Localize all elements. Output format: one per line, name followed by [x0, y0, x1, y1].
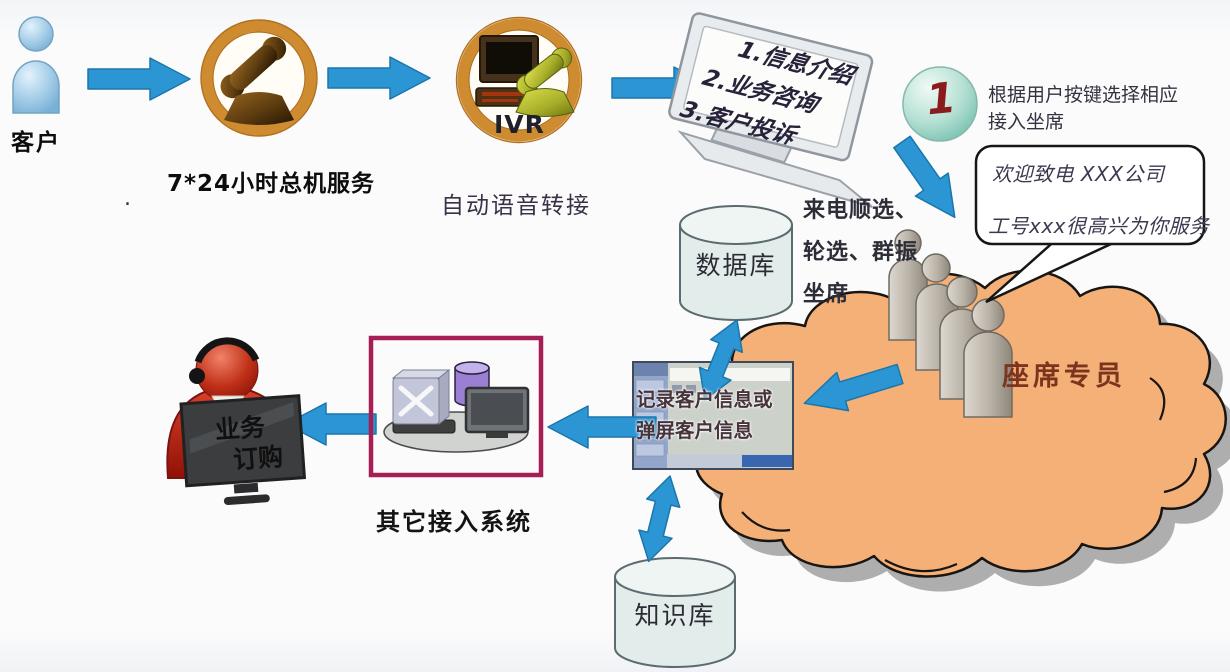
customer-icon: [12, 16, 60, 114]
database-cylinder: [679, 205, 793, 321]
agents-figures: [888, 229, 1013, 418]
arrow-hotline-to-ivr: [327, 56, 431, 100]
agents-label: 座席专员: [1002, 361, 1126, 392]
hotline-label: 7*24小时总机服务: [167, 171, 376, 197]
desk-line-2: 订购: [232, 442, 285, 475]
arrow-menu-to-agents: [893, 135, 956, 219]
arrow-agents-to-popup: [803, 363, 904, 412]
greeting-line-1: 欢迎致电 XXX公司: [992, 162, 1165, 186]
popup-line-2: 弹屏客户信息: [636, 419, 754, 442]
greeting-bubble: [974, 144, 1206, 304]
stray-mark: .: [124, 186, 131, 211]
dispatch-line-3: 坐席: [803, 282, 850, 307]
cloud-detail-arc: [1163, 457, 1198, 494]
ivr-caption: 自动语音转接: [441, 193, 591, 219]
other-systems-label: 其它接入系统: [376, 508, 532, 536]
customer-label: 客户: [11, 130, 61, 156]
headset-icon: [194, 337, 260, 364]
desk-screen-text: 业务 订购: [196, 410, 284, 478]
routing-line-1: 根据用户按键选择相应: [988, 84, 1179, 106]
menu-monitor: [668, 12, 874, 208]
ivr-icon: [455, 16, 583, 144]
cloud-detail-arc: [1149, 377, 1166, 421]
knowledge-base-cylinder: [614, 557, 736, 668]
desk-agent: [166, 337, 307, 505]
terminal-monitor: [464, 386, 530, 438]
cloud-shape: [695, 269, 1227, 578]
agent-cloud: [695, 269, 1230, 592]
desk-line-1: 业务: [214, 412, 266, 445]
routing-line-2: 接入坐席: [988, 111, 1065, 133]
ivr-label: IVR: [494, 110, 545, 139]
knowledge-base-label: 知识库: [634, 601, 716, 630]
arrow-systems-to-desk: [285, 402, 377, 446]
key-press-digit: 1: [923, 72, 959, 125]
arrow-customer-to-hotline: [87, 57, 191, 101]
arrow-database-popup-bidirectional: [698, 319, 744, 401]
popup-line-1: 记录客户信息或: [636, 388, 773, 411]
cloud-detail-arc: [884, 559, 958, 573]
arrow-popup-to-systems: [547, 405, 657, 449]
other-systems-box: [368, 335, 544, 478]
desk-monitor: [179, 394, 307, 505]
dispatch-line-2: 轮选、群振: [803, 240, 919, 265]
cloud-detail-arc: [741, 511, 791, 532]
arrow-popup-knowledge-bidirectional: [638, 475, 681, 563]
crm-popup-text: 记录客户信息或 弹屏客户信息: [636, 384, 794, 446]
routing-note: 根据用户按键选择相应 接入坐席: [988, 82, 1178, 136]
hotline-phone-icon: [200, 19, 318, 137]
dispatch-line-1: 来电顺选、: [803, 198, 919, 223]
switch-icon: [391, 368, 451, 426]
bubble-body: [974, 144, 1206, 246]
dispatch-note: 来电顺选、 轮选、群振 坐席: [803, 190, 918, 316]
greeting-line-2: 工号xxx很高兴为你服务: [988, 214, 1210, 238]
ivr-phone: [516, 47, 573, 96]
ivr-phone-base: [515, 88, 575, 117]
phone-base: [224, 92, 294, 125]
database-label: 数据库: [695, 251, 777, 280]
handset: [220, 36, 287, 99]
headset-earpad: [189, 368, 205, 384]
key-press-ball: [902, 66, 978, 142]
